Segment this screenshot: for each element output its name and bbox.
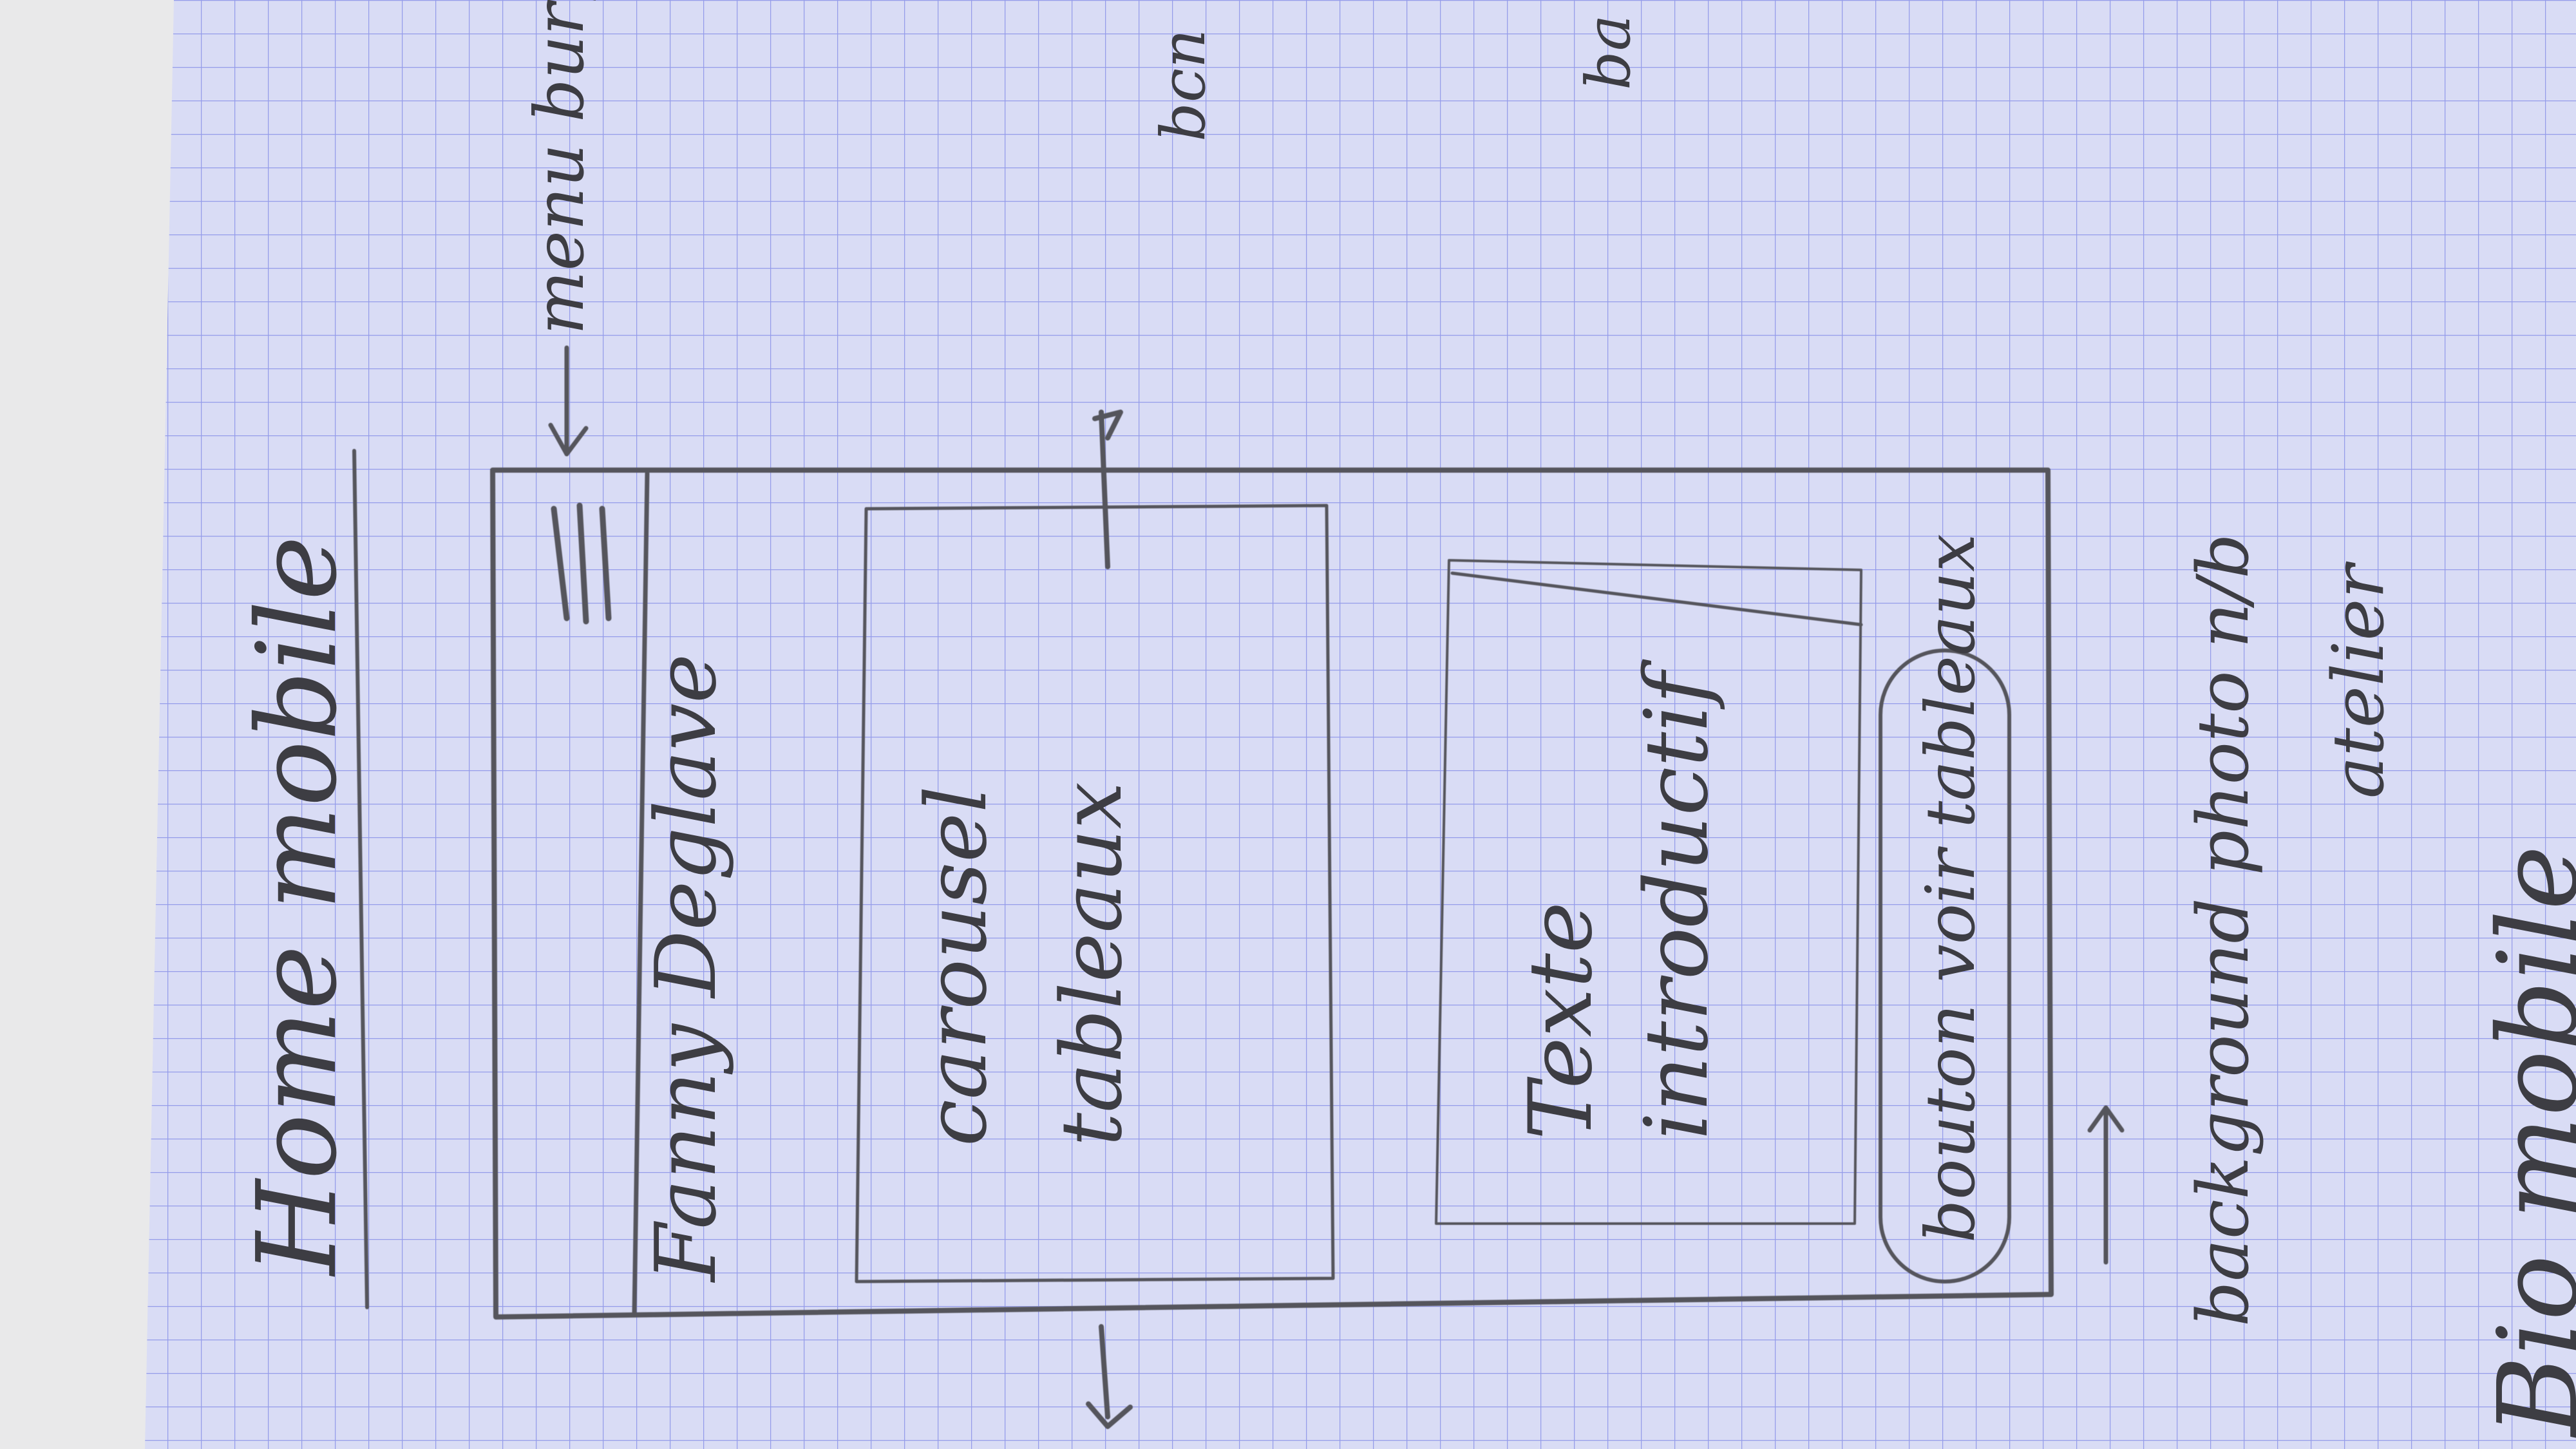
phone-frame <box>490 468 2054 1320</box>
phone-header-divider <box>632 471 650 1316</box>
view-paintings-button-label[interactable]: bouton voir tableaux <box>1911 534 1990 1243</box>
margin-fragment-1: bcn <box>1148 29 1219 142</box>
carousel-label-line2: tableaux <box>1043 782 1141 1146</box>
menu-burger-arrow-icon <box>548 345 589 457</box>
carousel-box <box>855 504 1335 1283</box>
margin-fragment-2: ba <box>1573 15 1644 90</box>
hamburger-icon <box>551 502 612 625</box>
margin-fragment-3: Bio mobile <box>2475 846 2576 1438</box>
background-arrow-icon <box>2087 1105 2125 1265</box>
header-brand-label: Fanny Deglave <box>637 654 735 1283</box>
menu-burger-label: menu burger <box>520 0 599 335</box>
background-note-line1: background photo n/b <box>2182 533 2264 1327</box>
intro-text-box <box>1435 559 1862 1225</box>
carousel-arrow-left-icon <box>1092 410 1123 569</box>
carousel-label-line1: carousel <box>907 786 1005 1146</box>
carousel-arrow-right-icon <box>1086 1324 1133 1429</box>
intro-text-label-line2: introductif <box>1626 659 1727 1140</box>
sketch-title: Home mobile <box>234 536 361 1277</box>
pencil-drawing <box>352 345 2125 1429</box>
background-note-line2: atelier <box>2317 561 2400 799</box>
intro-text-label-line1: Texte <box>1510 902 1611 1140</box>
view-paintings-button-shape <box>1879 649 2011 1283</box>
paper-grid <box>145 0 2576 1449</box>
